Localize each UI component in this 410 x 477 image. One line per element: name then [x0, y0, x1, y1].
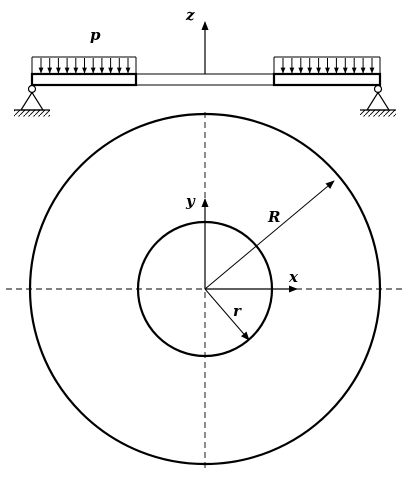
load-label: p — [90, 26, 101, 44]
z-axis-label: z — [185, 6, 195, 24]
distributed-load-left — [31, 56, 137, 74]
plate-section — [31, 73, 381, 86]
inner-radius-arrow — [204, 288, 250, 341]
plate-right-annulus — [272, 72, 382, 87]
plan-view: y x R r — [6, 112, 404, 470]
y-axis-label: y — [185, 192, 196, 210]
plate-left-annulus — [30, 72, 138, 87]
side-view: z p — [14, 6, 396, 117]
x-axis-label: x — [288, 268, 299, 286]
outer-radius-arrow — [204, 180, 335, 290]
inner-radius-label: r — [233, 302, 242, 320]
right-support — [360, 84, 396, 117]
left-support — [14, 84, 50, 117]
distributed-load-right — [273, 56, 381, 74]
outer-circle — [28, 112, 382, 466]
outer-radius-label: R — [267, 208, 280, 226]
